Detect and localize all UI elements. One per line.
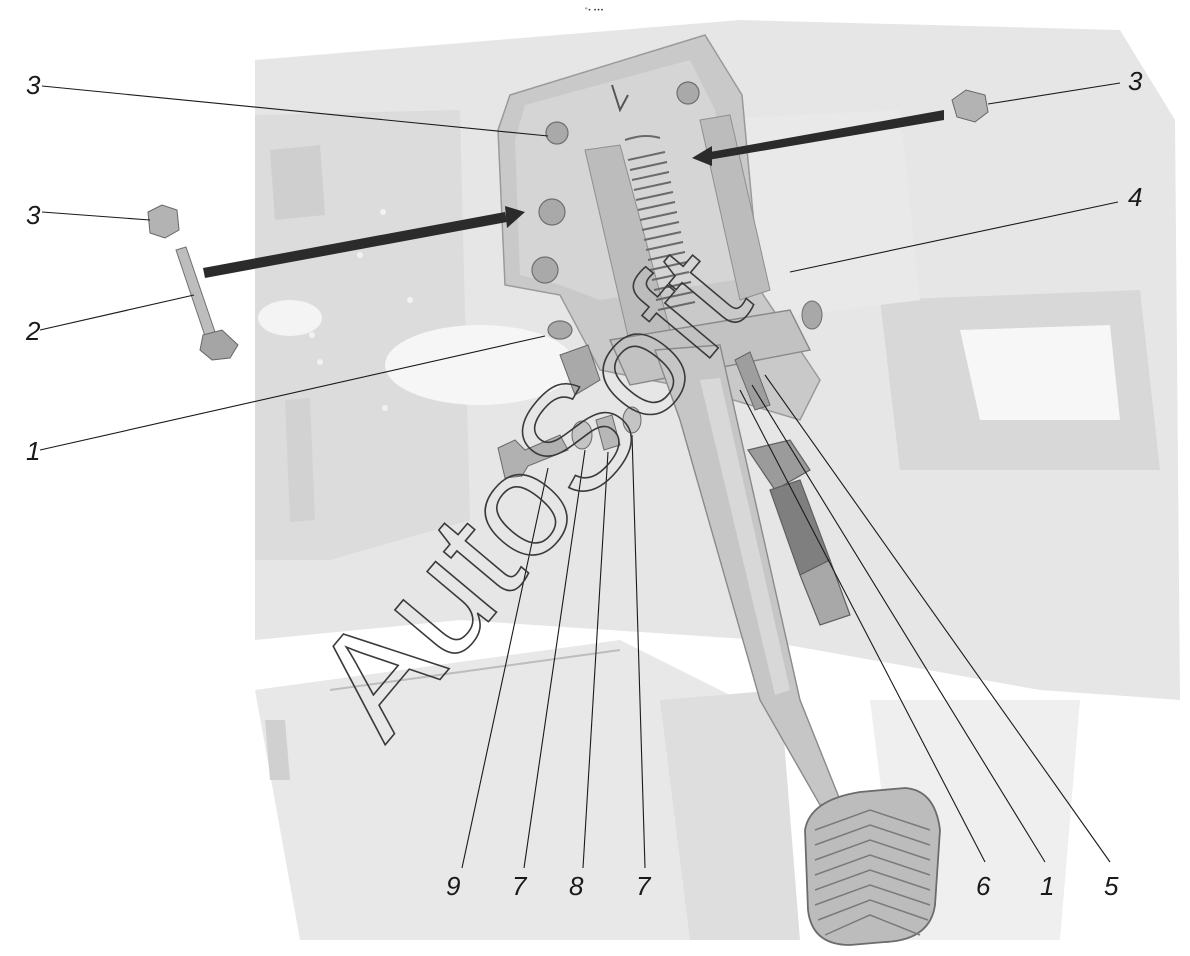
callout-6: 6 <box>976 871 991 901</box>
pedal-pad <box>804 787 941 946</box>
return-spring <box>611 84 696 311</box>
bracket-studs <box>531 81 700 340</box>
callout-7-b: 7 <box>636 871 652 901</box>
callout-2: 2 <box>25 316 41 346</box>
bushing-7 <box>571 406 642 450</box>
callout-4: 4 <box>1128 182 1142 212</box>
callout-9: 9 <box>446 871 460 901</box>
bushing-block <box>559 344 601 396</box>
sleeve-8 <box>595 414 621 451</box>
callout-3-left: 3 <box>26 200 41 230</box>
header-mark: "• ••• <box>585 7 604 14</box>
pin-9 <box>497 434 569 479</box>
callout-8: 8 <box>569 871 584 901</box>
leader-lines <box>39 82 1121 869</box>
callout-3-top-right: 3 <box>1128 66 1143 96</box>
callout-1-left: 1 <box>26 436 40 466</box>
nut-top-right <box>951 89 989 123</box>
callout-7-a: 7 <box>512 871 528 901</box>
callout-3-top-left: 3 <box>26 70 41 100</box>
assembly-arrows <box>203 110 944 278</box>
body-panel <box>255 20 1180 940</box>
nut-left <box>147 204 180 239</box>
pedal-bracket <box>497 34 821 421</box>
callout-labels: 3 3 3 4 2 1 9 7 8 7 6 1 5 <box>25 66 1143 901</box>
callout-5: 5 <box>1104 871 1119 901</box>
bolt-2 <box>175 246 239 361</box>
callout-1-bottom: 1 <box>1040 871 1054 901</box>
